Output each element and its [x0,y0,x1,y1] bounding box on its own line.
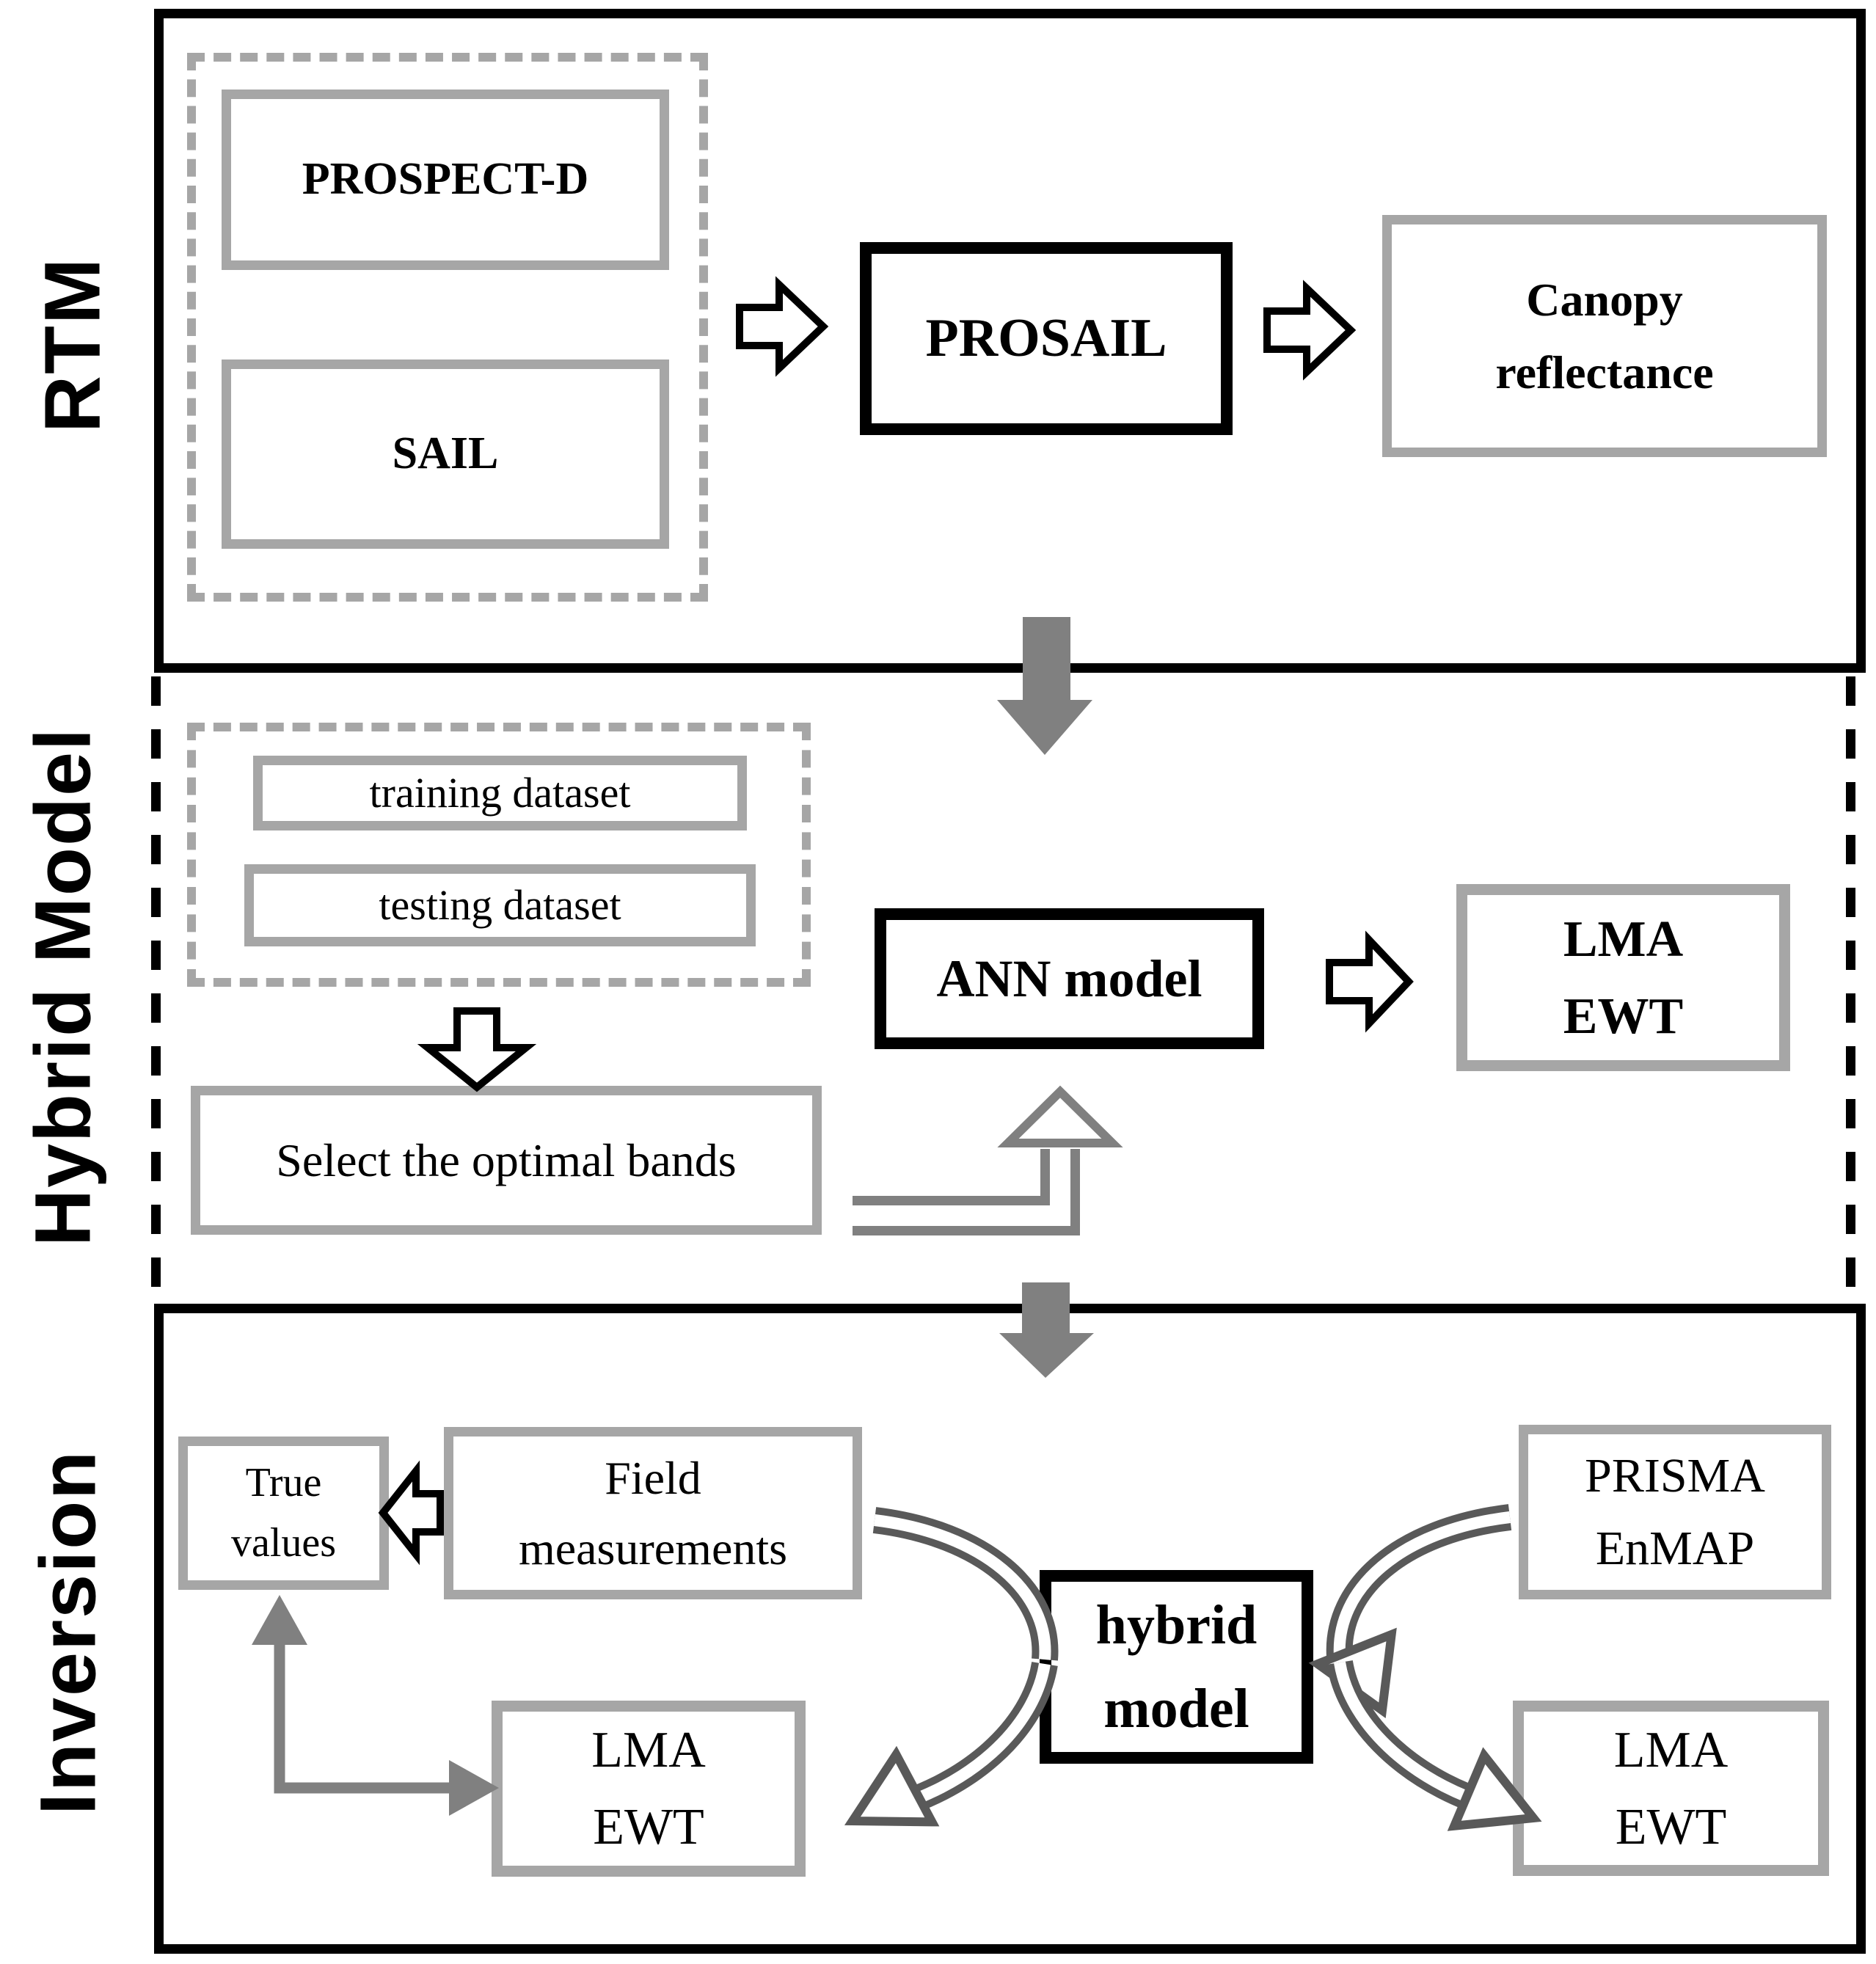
elbow-arrow-up-icon [853,1085,1123,1235]
section-label-rtm: RTM [27,257,117,433]
block-arrow-right-icon [1326,930,1414,1033]
section-label-inversion: Inversion [23,1449,112,1816]
dataset-group [187,723,811,987]
canopy-line1: Canopy [1526,273,1683,326]
lma-right-line2: EWT [1615,1798,1727,1855]
testing-dataset-box: testing dataset [244,864,756,946]
lma-ewt-output-box: LMA EWT [1456,884,1790,1071]
sail-label: SAIL [392,428,499,479]
rtm-section-frame [154,9,1866,673]
select-optimal-bands-box: Select the optimal bands [191,1086,822,1235]
lma-left-line2: EWT [593,1799,704,1855]
training-dataset-box: training dataset [253,756,747,830]
lma-left-line1: LMA [591,1722,706,1778]
rtm-input-group [187,53,708,602]
true-values-line2: values [230,1519,337,1566]
hybrid-model-box: hybrid model [1040,1570,1313,1764]
prosail-label: PROSAIL [925,308,1167,369]
canopy-reflectance-box: Canopy reflectance [1382,215,1827,457]
ewt-output-line: EWT [1563,988,1684,1045]
lma-right-line1: LMA [1613,1721,1729,1778]
inversion-section-frame [154,1304,1866,1954]
prisma-enmap-box: PRISMA EnMAP [1519,1425,1831,1599]
hybrid-model-line1: hybrid [1095,1594,1258,1656]
true-values-line1: True [245,1460,322,1506]
prosail-box: PROSAIL [860,242,1233,435]
lma-ewt-left-box: LMA EWT [492,1701,806,1877]
training-dataset-label: training dataset [369,768,631,817]
prisma-line: PRISMA [1585,1449,1765,1503]
field-measurements-line1: Field [605,1451,701,1504]
prospect-d-box: PROSPECT-D [222,90,669,270]
hybrid-model-line2: model [1103,1678,1249,1740]
enmap-line: EnMAP [1595,1522,1755,1575]
lma-output-line: LMA [1563,910,1684,968]
lma-ewt-right-box: LMA EWT [1513,1701,1829,1876]
ann-model-box: ANN model [875,908,1264,1049]
field-measurements-box: Field measurements [444,1427,862,1599]
section-label-hybrid-model: Hybrid Model [18,726,107,1247]
canopy-line2: reflectance [1495,346,1714,398]
prospect-d-label: PROSPECT-D [302,154,589,205]
true-values-box: True values [178,1437,389,1590]
field-measurements-line2: measurements [518,1522,788,1574]
testing-dataset-label: testing dataset [379,880,621,929]
hybrid-section-left-dashed-border [151,676,161,1300]
block-arrow-down-open-icon [417,1007,537,1092]
ann-model-label: ANN model [936,949,1202,1008]
sail-box: SAIL [222,359,669,549]
hybrid-section-right-dashed-border [1846,676,1855,1300]
select-optimal-bands-label: Select the optimal bands [276,1134,737,1186]
